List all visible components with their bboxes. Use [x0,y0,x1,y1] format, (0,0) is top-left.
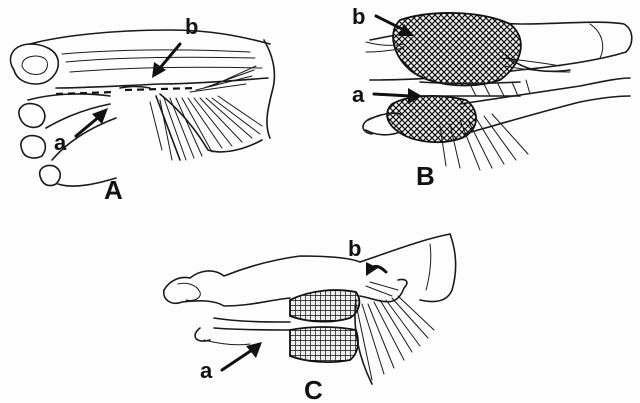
label-b-panel-c: b [348,236,361,261]
panel-c-arrow-b [366,262,386,276]
label-a-panel-b: a [352,82,365,107]
panel-b-drawing [363,13,632,170]
label-b-panel-a: b [185,14,198,39]
label-a-panel-a: a [54,130,67,155]
label-a-panel-c: a [200,358,213,383]
panel-a-drawing [11,30,275,186]
label-b-panel-b: b [352,4,365,29]
panel-label-a: A [104,175,123,205]
panel-label-c: C [304,375,323,403]
panel-a-arrow-b [152,44,180,78]
panel-label-b: B [416,161,435,191]
panel-c-arrow-a [222,342,262,370]
